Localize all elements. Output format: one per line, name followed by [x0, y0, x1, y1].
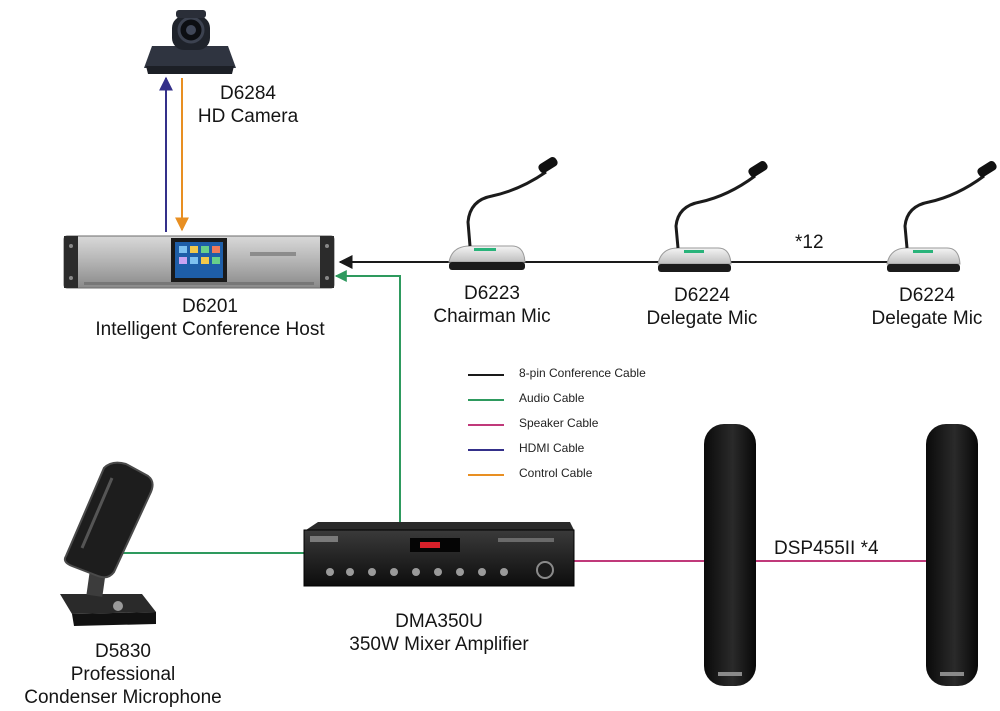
chairman-mic-icon [448, 156, 558, 270]
delegate-mic-1-name: Delegate Mic [646, 308, 758, 329]
condenser-mic-icon [60, 461, 156, 626]
delegate-mic-2-icon [886, 160, 997, 272]
legend-swatch [468, 424, 504, 426]
condenser-mic-label: D5830 Professional Condenser Microphone [0, 640, 246, 709]
legend-row: Control Cable [468, 464, 708, 489]
legend-label: 8-pin Conference Cable [519, 366, 646, 380]
column-speaker-1-icon [704, 424, 756, 686]
conference-host-icon [63, 235, 335, 289]
chairman-mic-model: D6223 [464, 283, 520, 304]
camera-icon [144, 10, 236, 74]
amplifier-label: DMA350U 350W Mixer Amplifier [322, 610, 556, 656]
cable-legend: 8-pin Conference Cable Audio Cable Speak… [468, 364, 708, 489]
condenser-mic-name-line2: Condenser Microphone [24, 687, 222, 708]
column-speaker-2-icon [926, 424, 978, 686]
delegate-mic-2-label: D6224 Delegate Mic [856, 284, 998, 330]
delegate-mic-1-icon [657, 160, 768, 272]
speakers-label: DSP455II *4 [774, 538, 879, 559]
camera-label: D6284 HD Camera [168, 82, 328, 128]
legend-label: Speaker Cable [519, 416, 599, 430]
delegate-mic-1-label: D6224 Delegate Mic [622, 284, 782, 330]
mixer-amplifier-icon [303, 522, 575, 587]
delegate-mic-2-model: D6224 [899, 285, 955, 306]
legend-row: Speaker Cable [468, 414, 708, 439]
chairman-mic-label: D6223 Chairman Mic [412, 282, 572, 328]
camera-model: D6284 [220, 83, 276, 104]
host-label: D6201 Intelligent Conference Host [56, 295, 364, 341]
delegate-mic-1-model: D6224 [674, 285, 730, 306]
legend-swatch [468, 449, 504, 451]
amplifier-model: DMA350U [395, 611, 483, 632]
legend-swatch [468, 474, 504, 476]
camera-name: HD Camera [197, 106, 299, 127]
condenser-mic-model: D5830 [95, 641, 151, 662]
delegate-count-label: *12 [795, 232, 824, 253]
legend-row: HDMI Cable [468, 439, 708, 464]
condenser-mic-name-line1: Professional [70, 664, 176, 685]
legend-row: Audio Cable [468, 389, 708, 414]
legend-label: HDMI Cable [519, 441, 585, 455]
legend-label: Audio Cable [519, 391, 585, 405]
legend-swatch [468, 374, 504, 376]
host-name: Intelligent Conference Host [95, 319, 325, 340]
chairman-mic-name: Chairman Mic [433, 306, 551, 327]
amplifier-name: 350W Mixer Amplifier [349, 634, 529, 655]
host-model: D6201 [182, 296, 238, 317]
legend-row: 8-pin Conference Cable [468, 364, 708, 389]
audio-cable-host-amp [334, 270, 401, 522]
legend-label: Control Cable [519, 466, 593, 480]
delegate-mic-2-name: Delegate Mic [871, 308, 983, 329]
legend-swatch [468, 399, 504, 401]
